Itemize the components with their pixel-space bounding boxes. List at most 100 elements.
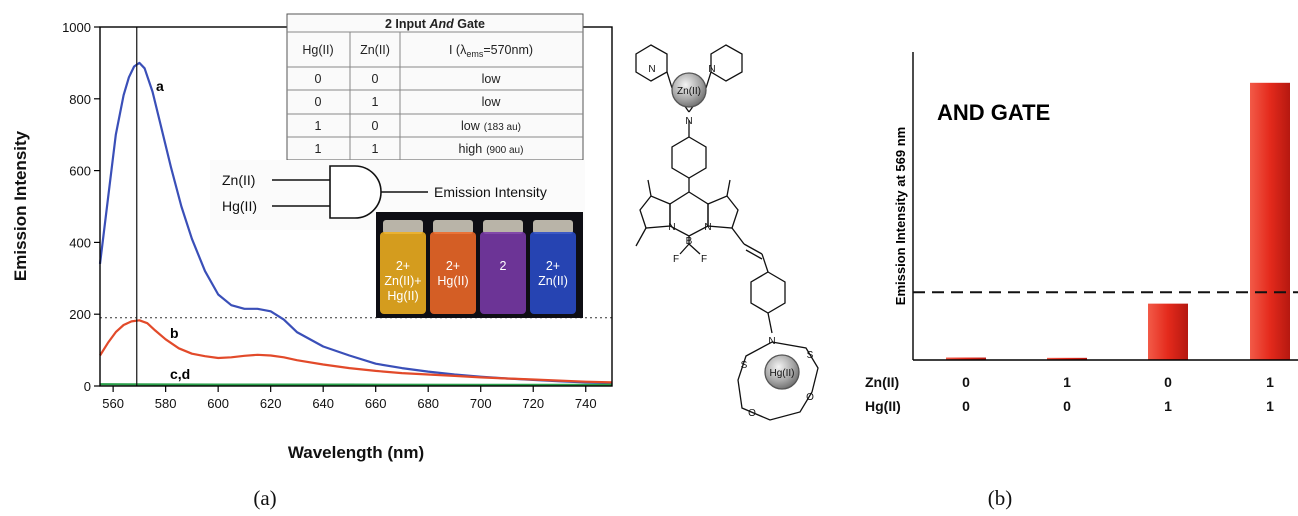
mercury-ion-ball — [764, 354, 800, 390]
a-y-axis-label: Emission Intensity — [11, 130, 30, 281]
cell-zn: 0 — [372, 119, 379, 133]
methyl-bond — [635, 227, 647, 247]
vial-cap — [383, 220, 423, 234]
vial-cap — [533, 220, 573, 234]
truth-table-row: 1 0 low(183 au) — [315, 119, 521, 133]
atom-label: N — [648, 64, 655, 75]
pyridine-ring-left — [635, 44, 668, 82]
truth-table-header-zn: Zn(II) — [360, 43, 390, 57]
vial-label: Zn(II)+ — [384, 274, 421, 288]
bond — [745, 249, 763, 260]
a-y-tick-label: 200 — [69, 307, 91, 322]
vial-label: 2+ — [446, 259, 460, 273]
atom-label: O — [806, 392, 814, 403]
caption-a: (a) — [253, 486, 276, 510]
truth-table-title: 2 Input And Gate — [385, 17, 485, 31]
b-bar — [946, 357, 986, 360]
a-x-axis-label: Wavelength (nm) — [288, 443, 424, 462]
gate-output-label: Emission Intensity — [434, 184, 547, 200]
gate-input2-label: Hg(II) — [222, 198, 257, 214]
cell-hg: 0 — [315, 72, 322, 86]
vial-body — [380, 232, 426, 314]
vial-label: Hg(II) — [437, 274, 468, 288]
atom-label: N — [704, 222, 711, 233]
b-chart-title: AND GATE — [937, 100, 1050, 125]
vial: 2+Zn(II) — [530, 220, 576, 314]
atom-label: N — [685, 116, 692, 127]
bond — [679, 243, 690, 255]
pyrrole-ring-left — [639, 195, 671, 229]
cell-hg: 1 — [315, 119, 322, 133]
a-x-tick-label: 600 — [207, 396, 229, 411]
vial-label: Hg(II) — [387, 289, 418, 303]
cell-hg: 0 — [315, 95, 322, 109]
bond — [767, 312, 773, 334]
b-input-row-label-zn: Zn(II) — [865, 374, 899, 390]
phenyl-ring-top — [671, 136, 707, 179]
cell-zn: 0 — [372, 72, 379, 86]
zinc-ion-ball — [671, 72, 707, 108]
mercury-ion-label: Hg(II) — [770, 368, 795, 379]
pyrrole-ring-right — [707, 195, 739, 229]
a-x-tick-label: 580 — [155, 396, 177, 411]
truth-table-row: 1 1 high(900 au) — [315, 142, 524, 156]
a-x-tick-label: 620 — [260, 396, 282, 411]
methyl-bond — [647, 179, 652, 197]
truth-table-header-hg: Hg(II) — [302, 43, 333, 57]
a-series-label-b: b — [170, 325, 179, 341]
atom-label: N — [668, 222, 675, 233]
b-bars — [946, 82, 1290, 361]
caption-b: (b) — [988, 486, 1013, 510]
a-y-tick-label: 1000 — [62, 20, 91, 35]
bond — [761, 253, 769, 273]
a-x-tick-label: 560 — [102, 396, 124, 411]
vial: 2+Zn(II)+Hg(II) — [380, 220, 426, 314]
pyridine-ring-right — [710, 44, 743, 82]
methyl-bond — [726, 179, 731, 197]
vial-label: 2+ — [396, 259, 410, 273]
zinc-ion-label: Zn(II) — [677, 86, 701, 97]
b-input-value: 1 — [1063, 374, 1071, 390]
vial-label: 2 — [500, 259, 507, 273]
atom-label: O — [748, 408, 756, 419]
a-series-line-cd — [99, 383, 612, 386]
atom-label: N — [708, 64, 715, 75]
b-bar — [1250, 82, 1290, 361]
vial-label: Zn(II) — [538, 274, 568, 288]
vial: 2 — [480, 220, 526, 314]
b-input-value: 1 — [1266, 398, 1274, 414]
a-series-label-cd: c,d — [170, 366, 190, 382]
cell-intensity: low(183 au) — [461, 119, 521, 133]
b-bar — [1047, 357, 1087, 360]
a-y-tick-label: 0 — [84, 379, 91, 394]
b-input-row-label-hg: Hg(II) — [865, 398, 901, 414]
vial-cap — [483, 220, 523, 234]
cell-intensity: high(900 au) — [459, 142, 524, 156]
truth-table-row: 0 1 low — [315, 95, 502, 109]
and-gate-bar-chart: AND GATE Emission Intensity at 569 nm Zn… — [865, 52, 1298, 414]
a-x-tick-label: 640 — [312, 396, 334, 411]
and-gate-symbol — [329, 165, 382, 219]
cell-zn: 1 — [372, 95, 379, 109]
cell-intensity: low — [482, 95, 502, 109]
vial-body — [430, 232, 476, 314]
a-y-tick-label: 400 — [69, 235, 91, 250]
a-y-tick-label: 800 — [69, 92, 91, 107]
b-input-value: 1 — [1266, 374, 1274, 390]
bond — [731, 227, 745, 245]
vial-body — [480, 232, 526, 314]
truth-table: 2 Input And Gate Hg(II) Zn(II) I (λems=5… — [286, 13, 584, 161]
cell-hg: 1 — [315, 142, 322, 156]
b-input-value: 0 — [962, 374, 970, 390]
atom-label: F — [673, 254, 679, 265]
a-series-label-a: a — [156, 78, 164, 94]
atom-label: F — [701, 254, 707, 265]
cell-intensity: low — [482, 72, 502, 86]
phenyl-ring-bottom — [750, 271, 786, 314]
truth-table-header-intensity: I (λems=570nm) — [449, 43, 533, 59]
bond — [705, 71, 712, 89]
